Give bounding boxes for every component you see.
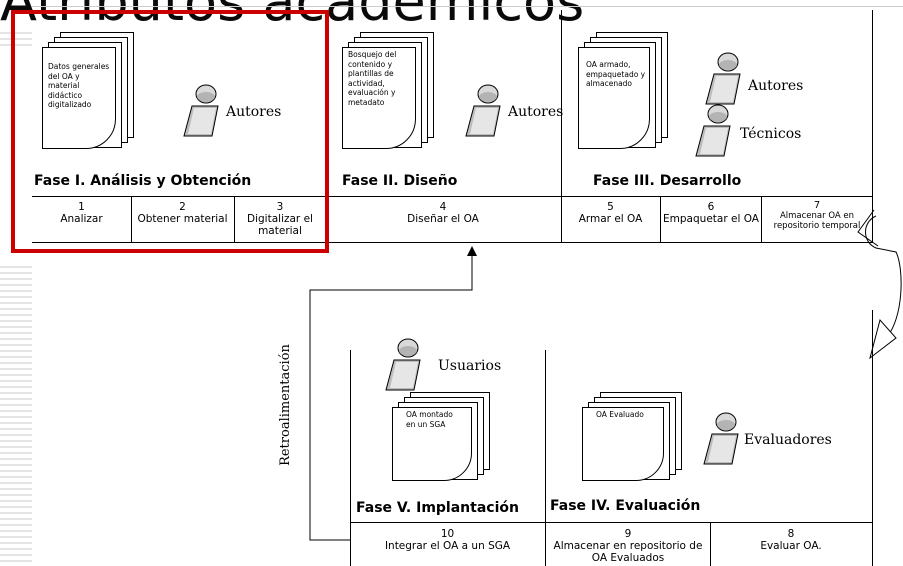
step-label: Almacenar en repositorio de OA Evaluados: [553, 540, 703, 564]
step-label: Integrar el OA a un SGA: [384, 540, 511, 552]
step-number: 8: [787, 528, 795, 540]
document-icon: Datos generales del OA y material didáct…: [42, 32, 134, 150]
step-label: Analizar: [60, 213, 103, 225]
role-label: Autores: [508, 104, 564, 120]
step-number: 9: [624, 528, 632, 540]
highlight-box: [11, 10, 329, 253]
step-cell: 3 Digitalizar el material: [236, 201, 324, 237]
step-number: 6: [707, 201, 715, 213]
divider: [545, 350, 546, 566]
slide-decoration: [0, 262, 32, 566]
step-label: Obtener material: [137, 213, 228, 225]
divider: [561, 10, 562, 196]
divider: [131, 196, 132, 242]
document-icon: Bosquejo del contenido y plantillas de a…: [342, 32, 434, 150]
person-icon: [705, 52, 741, 105]
step-cell: 8 Evaluar OA.: [711, 528, 871, 552]
divider: [32, 242, 873, 243]
person-icon: [465, 84, 501, 137]
step-cell: 4 Diseñar el OA: [325, 201, 561, 225]
document-icon: OA armado, empaquetado y almacenado: [578, 32, 668, 150]
feedback-arrow: [309, 246, 477, 541]
step-label: Diseñar el OA: [407, 213, 479, 225]
document-text: Bosquejo del contenido y plantillas de a…: [348, 50, 397, 107]
divider: [234, 196, 235, 242]
phase-label: Fase V. Implantación: [356, 500, 519, 516]
step-label: Evaluar OA.: [760, 540, 822, 552]
step-cell: 2 Obtener material: [131, 201, 234, 225]
divider: [32, 196, 873, 197]
role-label: Autores: [748, 78, 804, 94]
step-label: Armar el OA: [578, 213, 643, 225]
step-cell: 10 Integrar el OA a un SGA: [350, 528, 545, 552]
step-number: 3: [276, 201, 284, 213]
step-number: 5: [607, 201, 614, 213]
divider: [660, 196, 661, 242]
step-number: 1: [78, 201, 85, 213]
step-cell: 9 Almacenar en repositorio de OA Evaluad…: [547, 528, 709, 564]
role-label: Autores: [226, 104, 282, 120]
step-cell: 6 Empaquetar el OA: [662, 201, 760, 225]
divider: [350, 522, 873, 523]
phase-label: Fase IV. Evaluación: [550, 498, 701, 514]
phase-label: Fase I. Análisis y Obtención: [34, 173, 252, 189]
role-label: Técnicos: [740, 126, 802, 142]
step-number: 7: [813, 200, 821, 211]
person-icon: [385, 338, 421, 391]
phase-label: Fase III. Desarrollo: [593, 173, 742, 189]
feedback-label-wrapper: Retroalimentación: [271, 320, 303, 490]
divider: [350, 350, 351, 566]
feedback-label: Retroalimentación: [278, 344, 293, 466]
person-icon: [695, 104, 731, 157]
step-cell: 5 Armar el OA: [561, 201, 660, 225]
title-underline: [32, 6, 903, 7]
document-icon: OA Evaluado: [582, 392, 682, 484]
step-number: 2: [179, 201, 186, 213]
document-text: OA Evaluado: [596, 410, 644, 419]
step-label: Digitalizar el material: [247, 213, 313, 237]
slide-decoration: [0, 28, 32, 48]
role-label: Usuarios: [438, 358, 502, 374]
phase-label: Fase II. Diseño: [342, 173, 458, 189]
divider: [872, 10, 873, 243]
divider: [761, 196, 762, 242]
step-cell: 1 Analizar: [32, 201, 131, 225]
document-icon: OA montado en un SGA: [392, 392, 490, 482]
document-text: Datos generales del OA y material didáct…: [48, 62, 110, 109]
document-text: OA montado en un SGA: [406, 410, 453, 429]
step-label: Almacenar OA en repositorio temporal: [773, 211, 861, 231]
step-cell: 7 Almacenar OA en repositorio temporal: [763, 200, 871, 232]
curved-arrow-icon: [857, 209, 902, 360]
step-label: Empaquetar el OA: [663, 213, 759, 225]
person-icon: [703, 412, 739, 465]
step-number: 4: [439, 201, 447, 213]
divider: [710, 522, 711, 566]
document-text: OA armado, empaquetado y almacenado: [586, 60, 646, 88]
divider: [872, 310, 873, 566]
role-label: Evaluadores: [744, 432, 832, 448]
step-number: 10: [440, 528, 455, 540]
divider: [561, 196, 562, 242]
